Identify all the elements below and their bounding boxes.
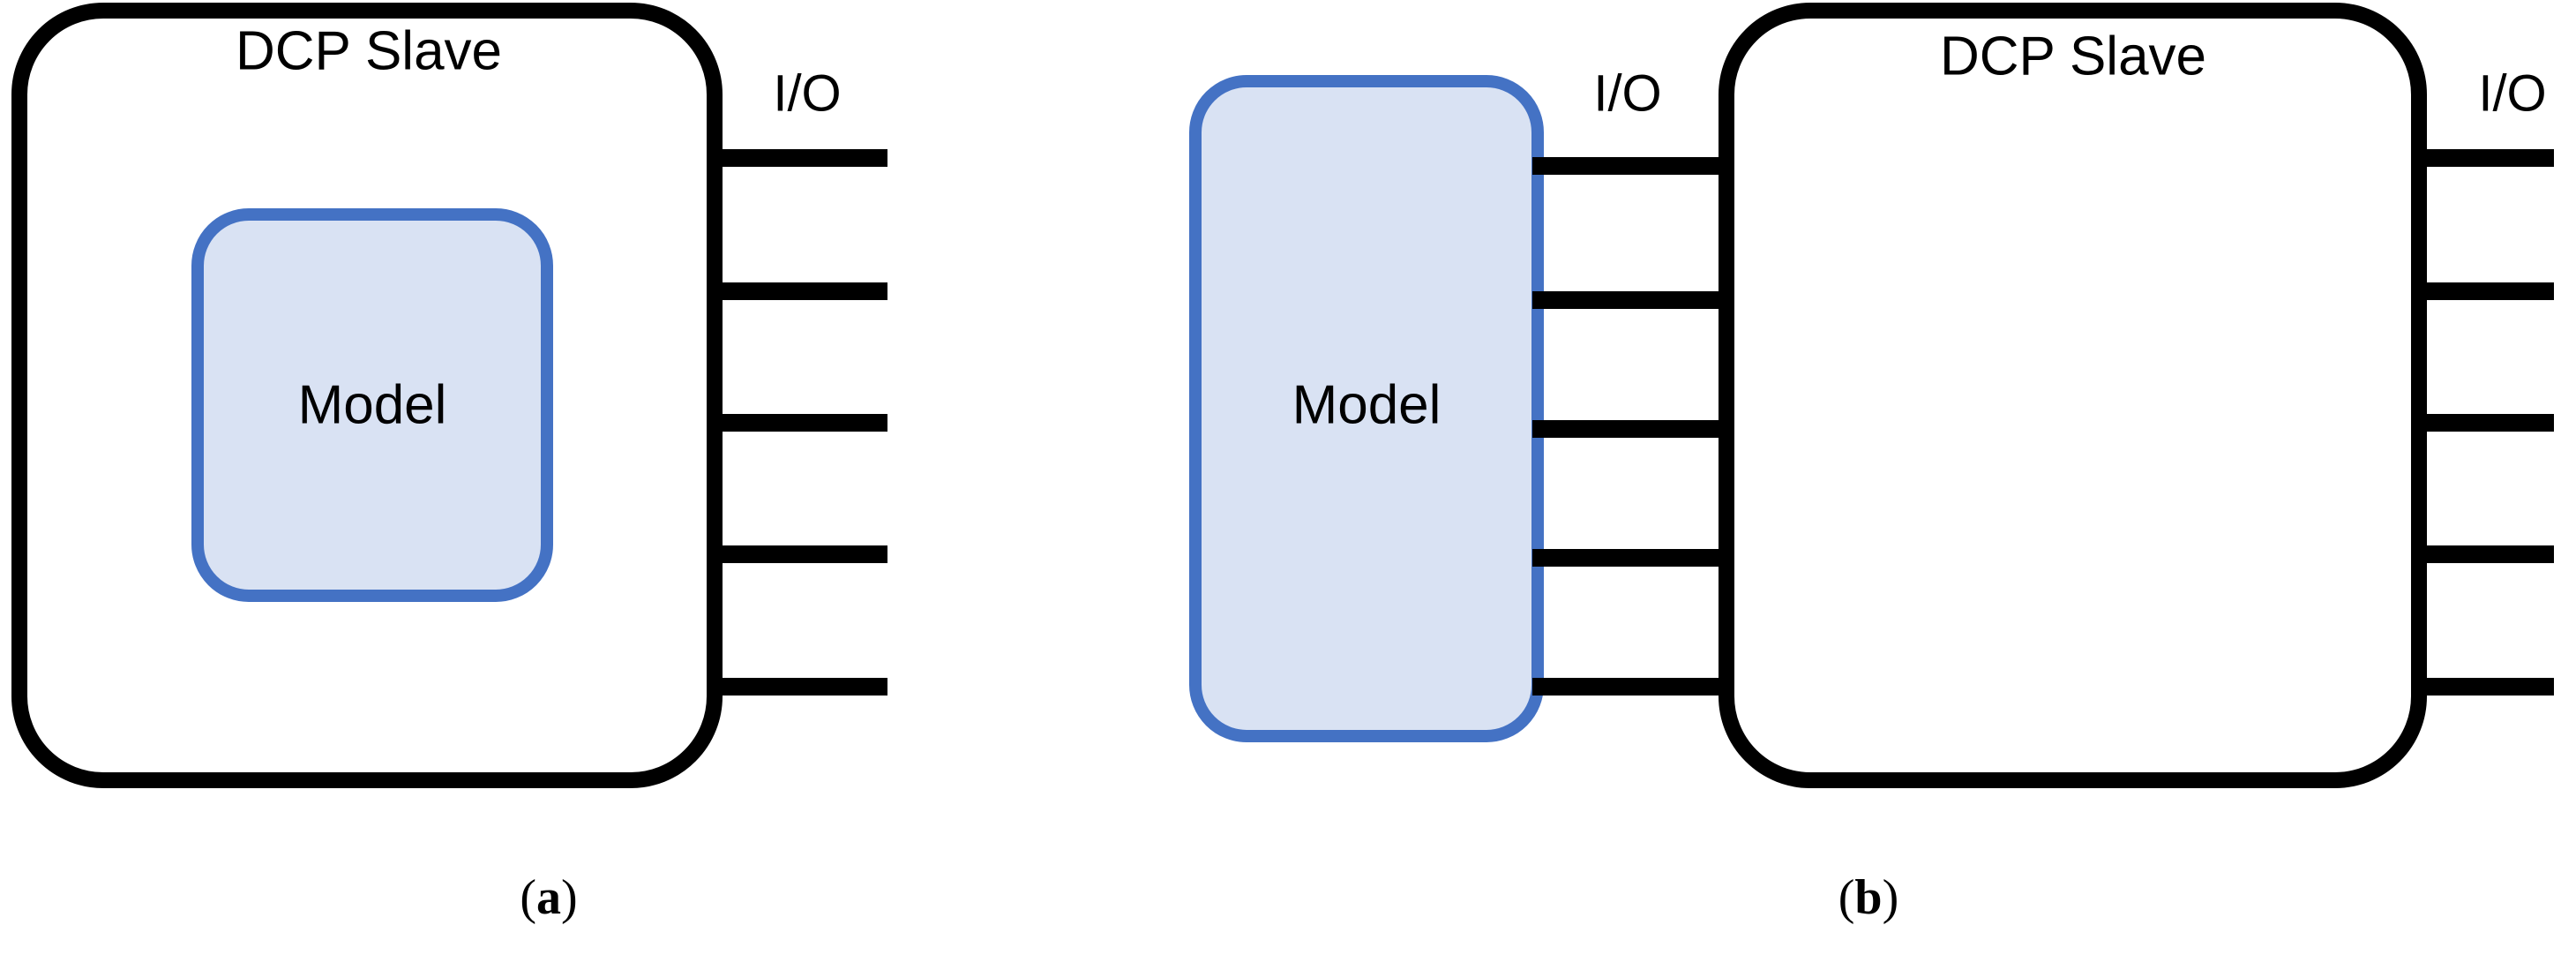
panel-a: DCP Slave Model I/O (a) <box>11 3 887 925</box>
panel-a-caption: (a) <box>520 870 577 925</box>
panel-b: Model I/O DCP Slave I/O <box>1189 3 2554 925</box>
panel-a-dcp-slave-label: DCP Slave <box>236 20 502 81</box>
panel-a-io-label: I/O <box>773 64 841 122</box>
panel-a-io-lines <box>711 149 887 696</box>
panel-b-model-label: Model <box>1292 374 1442 435</box>
panel-b-model-box <box>1189 75 1544 742</box>
panel-b-io-lines-left <box>1532 157 1731 696</box>
panel-a-caption-letter: a <box>536 870 561 925</box>
panel-a-model-label: Model <box>298 374 447 435</box>
panel-b-dcp-slave-box <box>1719 3 2427 788</box>
panel-b-caption-letter: b <box>1854 870 1882 925</box>
panel-b-io-label-left: I/O <box>1593 64 1661 122</box>
panel-a-model-box <box>191 208 553 602</box>
panel-b-io-lines-right <box>2415 149 2554 696</box>
panel-a-caption-open: ( <box>520 870 536 925</box>
panel-a-caption-close: ) <box>561 870 578 925</box>
panel-b-caption-close: ) <box>1883 870 1899 925</box>
panel-b-dcp-slave-label: DCP Slave <box>1940 26 2206 86</box>
panel-b-caption: (b) <box>1838 870 1898 925</box>
panel-b-io-label-right: I/O <box>2478 64 2546 122</box>
panel-b-caption-open: ( <box>1838 870 1855 925</box>
